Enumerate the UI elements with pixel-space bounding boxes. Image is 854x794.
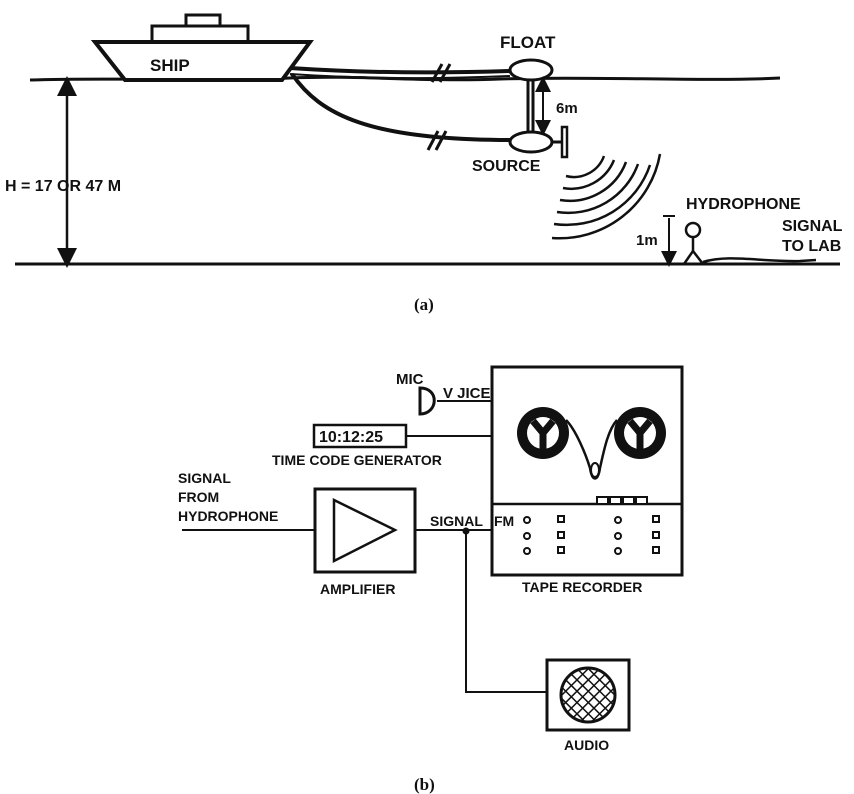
hydrophone-cable	[702, 257, 817, 264]
sound-wave	[551, 153, 662, 240]
panel-a-caption: (a)	[414, 295, 434, 314]
cable-break-mark-upper	[430, 63, 452, 83]
transport-button	[609, 496, 622, 505]
panel-a: SHIP FLOAT 6m SOURCE	[5, 13, 843, 314]
panel-b: MIC V JICE 10:12:25 TIME CODE GENERATOR …	[178, 365, 684, 794]
audio-wire	[465, 531, 547, 693]
left-reel	[517, 407, 569, 459]
hydrophone-label: HYDROPHONE	[686, 196, 801, 213]
audio-label: AUDIO	[564, 737, 609, 753]
hydrophone	[682, 221, 817, 265]
switch	[557, 546, 565, 554]
signal-label: SIGNAL	[430, 513, 483, 529]
switch	[557, 531, 565, 539]
source-cable	[290, 72, 511, 142]
hydrophone-head	[684, 221, 702, 239]
signal-to-lab-line1: SIGNAL	[782, 218, 843, 235]
tape-recorder-label: TAPE RECORDER	[522, 579, 642, 595]
sound-wave	[553, 164, 652, 227]
signal-to-lab-line2: TO LAB	[782, 238, 841, 255]
tape-path	[565, 419, 618, 480]
switch	[557, 515, 565, 523]
transport-buttons	[596, 496, 648, 505]
sound-wave	[562, 159, 616, 190]
knob	[614, 547, 622, 555]
float-cable-lower	[289, 73, 511, 80]
transport-button	[596, 496, 609, 505]
speaker-grille-icon	[559, 666, 617, 724]
panel-b-caption: (b)	[414, 775, 435, 794]
switch	[652, 546, 660, 554]
source-label: SOURCE	[472, 158, 541, 175]
cable-break-mark-lower	[426, 130, 448, 151]
knob	[614, 516, 622, 524]
sound-wave	[556, 163, 640, 215]
sound-waves	[551, 153, 662, 240]
transport-button	[635, 496, 648, 505]
height-label: 1m	[636, 232, 658, 249]
ship-cabin	[150, 24, 250, 44]
amplifier-label: AMPLIFIER	[320, 581, 395, 597]
microphone-icon	[418, 386, 436, 416]
switch	[652, 515, 660, 523]
knob	[523, 532, 531, 540]
right-reel	[614, 407, 666, 459]
knob	[614, 532, 622, 540]
source-plate	[560, 125, 569, 159]
ship: SHIP	[90, 13, 314, 82]
signal-from-line3: HYDROPHONE	[178, 508, 278, 524]
transport-button	[622, 496, 635, 505]
signal-from-line2: FROM	[178, 489, 219, 505]
spacing-label: 6m	[556, 100, 578, 117]
source	[508, 130, 554, 154]
knob	[523, 547, 531, 555]
switch	[652, 531, 660, 539]
float	[508, 58, 554, 82]
float-cable	[289, 66, 511, 75]
voice-label: V JICE	[443, 385, 491, 402]
sound-wave	[565, 155, 606, 179]
time-code-generator-label: TIME CODE GENERATOR	[272, 452, 442, 468]
fm-label: FM	[494, 513, 514, 529]
amplifier-symbol	[332, 497, 398, 564]
tape-head	[590, 462, 600, 478]
float-label: FLOAT	[500, 33, 556, 52]
mic-label: MIC	[396, 371, 424, 388]
depth-label: H = 17 OR 47 M	[5, 178, 121, 195]
knob	[523, 516, 531, 524]
sound-wave	[559, 161, 628, 203]
tape-recorder-body	[490, 365, 684, 577]
hydrophone-leg	[692, 250, 704, 265]
ship-hull	[90, 40, 314, 82]
tape-recorder: FM	[490, 365, 684, 577]
signal-from-line1: SIGNAL	[178, 470, 231, 486]
control-panel	[523, 515, 660, 555]
time-code-value: 10:12:25	[319, 429, 383, 446]
hydrophone-leg	[682, 250, 695, 265]
ship-label: SHIP	[150, 56, 190, 75]
